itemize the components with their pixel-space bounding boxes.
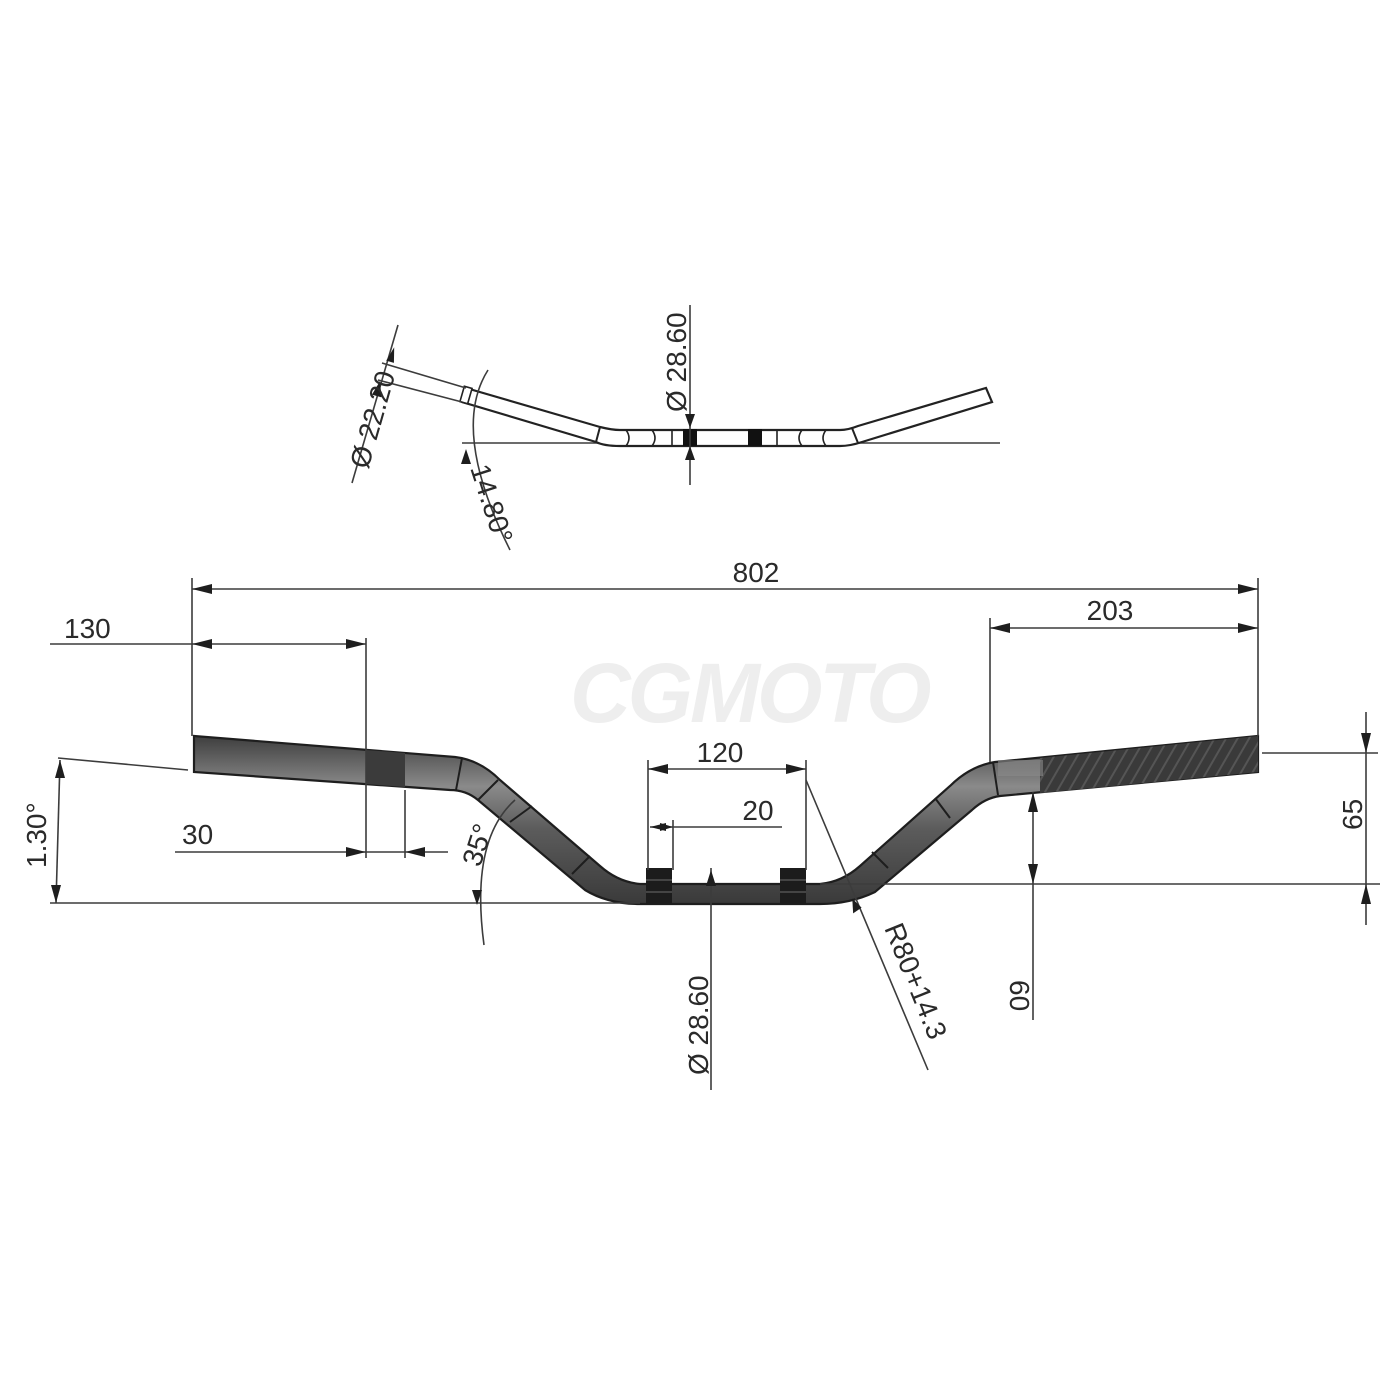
dim-grip-length-right: 203	[1087, 595, 1134, 626]
top-view: Ø 22.20 14.80° Ø 28.60	[344, 305, 1000, 551]
dim-overall-rise: 65	[1337, 799, 1368, 830]
top-dim-diameter-center: Ø 28.60	[661, 312, 692, 412]
top-dim-diameter-end: Ø 22.20	[344, 367, 401, 471]
dim-knurl-width: 30	[182, 819, 213, 850]
dim-overall-width: 802	[733, 557, 780, 588]
dim-bend-radius: R80+14.3	[878, 919, 953, 1044]
front-view: 802 130 30 1.30° 35° 120	[21, 557, 1380, 1090]
dim-grip-length-left: 130	[64, 613, 111, 644]
watermark-logo: CGMOTO	[570, 646, 930, 740]
dim-rise-to-grip: 60	[1004, 980, 1035, 1011]
top-dim-sweep-angle: 14.80°	[464, 460, 519, 547]
dim-clamp-mark-width: 20	[742, 795, 773, 826]
dim-diameter-center: Ø 28.60	[683, 975, 714, 1075]
dim-clamp-width: 120	[697, 737, 744, 768]
dim-rise-angle: 35°	[456, 820, 499, 870]
dim-end-angle: 1.30°	[21, 802, 52, 868]
